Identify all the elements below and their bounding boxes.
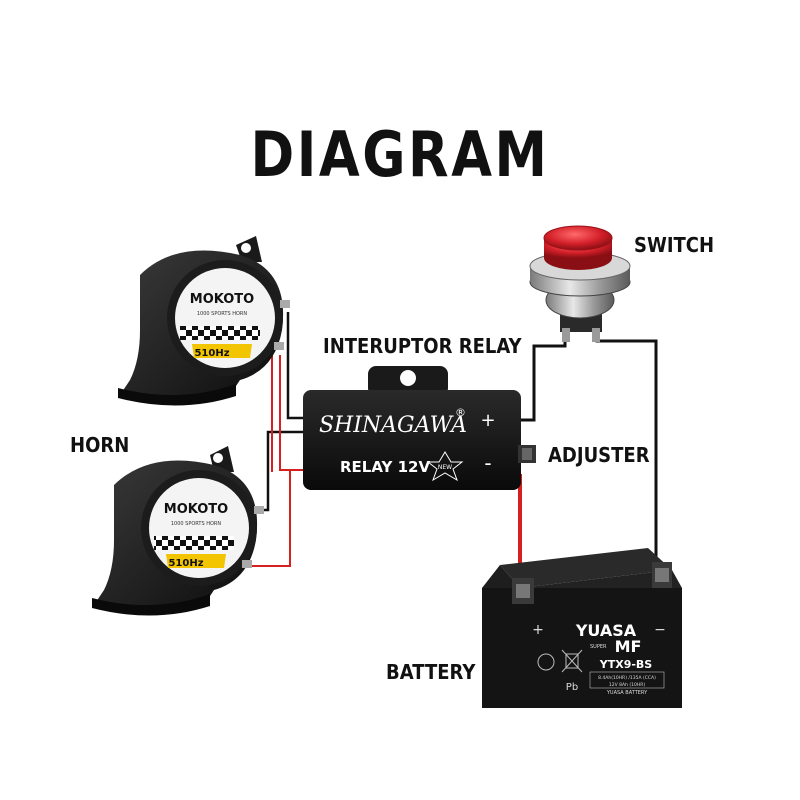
battery-spec1: 8.4Ah(10HR) /135A (CCA): [598, 675, 656, 681]
battery-footer: YUASA BATTERY: [606, 690, 648, 696]
horn-top-subtitle: 1000 SPORTS HORN: [197, 311, 248, 317]
relay-minus-terminal: -: [484, 451, 491, 475]
relay-plus-terminal: +: [480, 410, 495, 431]
wire-switch-to-relay: [520, 335, 565, 420]
wire-horn1-black: [288, 312, 305, 418]
horn-bottom: MOKOTO 1000 SPORTS HORN 510Hz: [92, 446, 264, 616]
label-switch: SWITCH: [634, 233, 714, 257]
horn-top: MOKOTO 1000 SPORTS HORN 510Hz: [118, 236, 290, 406]
horn-bottom-frequency: 510Hz: [168, 558, 203, 569]
horn-top-frequency: 510Hz: [194, 348, 229, 359]
label-horn: HORN: [70, 433, 129, 457]
battery-mf: MF: [615, 637, 642, 656]
battery-pb: Pb: [566, 682, 578, 693]
relay-model: RELAY 12V: [340, 458, 430, 476]
horn-bottom-brand: MOKOTO: [164, 502, 228, 517]
battery-unit: + − YUASA SUPER MF YTX9-BS 8.4Ah(10HR) /…: [482, 548, 682, 708]
label-battery: BATTERY: [386, 660, 475, 684]
relay-badge: NEW: [438, 464, 452, 471]
wire-horn1-red: [280, 355, 305, 470]
battery-model: YTX9-BS: [599, 658, 653, 671]
battery-plus-symbol: +: [532, 622, 544, 638]
relay-unit: SHINAGAWA ® RELAY 12V NEW + -: [303, 366, 536, 490]
battery-super: SUPER: [590, 644, 607, 650]
label-adjuster: ADJUSTER: [548, 443, 650, 467]
relay-brand: SHINAGAWA: [319, 413, 467, 438]
push-switch: [530, 226, 630, 342]
horn-bottom-subtitle: 1000 SPORTS HORN: [171, 521, 222, 527]
horn-top-brand: MOKOTO: [190, 292, 254, 307]
relay-registered: ®: [455, 406, 466, 419]
battery-spec2: 12V 8Ah (10HR): [609, 682, 645, 688]
battery-minus-symbol: −: [654, 622, 666, 638]
label-relay: INTERUPTOR RELAY: [323, 334, 522, 358]
